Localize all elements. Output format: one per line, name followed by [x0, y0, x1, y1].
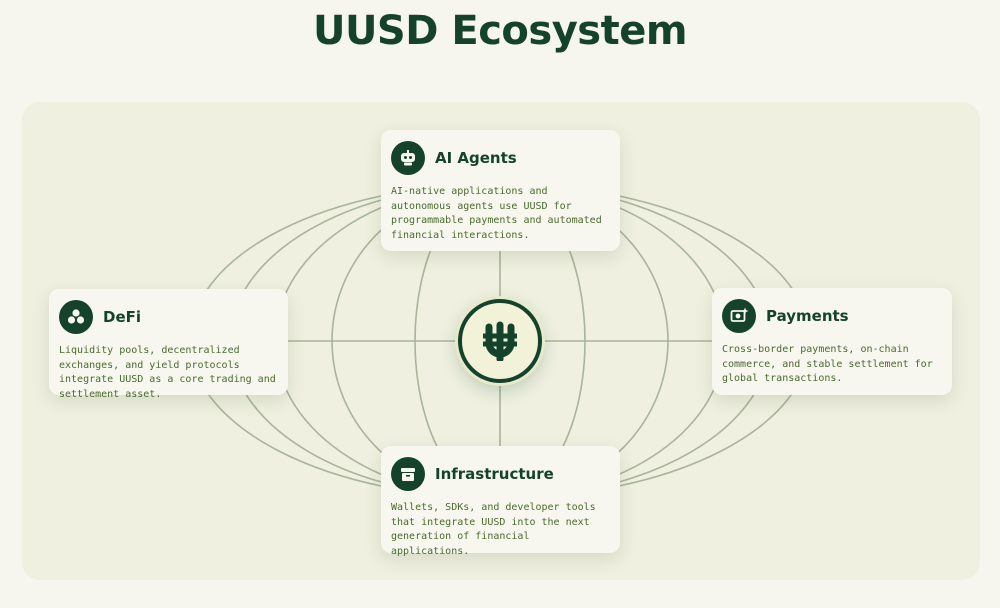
card-description: Wallets, SDKs, and developer tools that …	[391, 502, 596, 557]
infrastructure-box-icon	[391, 457, 425, 491]
uusd-logo-icon	[483, 321, 517, 361]
card-payments: Payments Cross-border payments, on-chain…	[712, 288, 952, 395]
page-title: UUSD Ecosystem	[312, 8, 688, 54]
defi-circles-icon	[59, 300, 93, 334]
uusd-hub	[458, 299, 542, 383]
card-title: Payments	[766, 307, 849, 325]
card-description: Liquidity pools, decentralized exchanges…	[59, 345, 276, 400]
card-title: Infrastructure	[435, 465, 554, 483]
card-description: Cross-border payments, on-chain commerce…	[722, 344, 933, 384]
card-defi: DeFi Liquidity pools, decentralized exch…	[49, 289, 288, 400]
card-infrastructure: Infrastructure Wallets, SDKs, and develo…	[381, 446, 620, 557]
card-description: AI-native applications and autonomous ag…	[391, 186, 602, 241]
card-title: AI Agents	[435, 149, 517, 167]
payment-card-icon	[722, 299, 756, 333]
card-ai-agents: AI Agents AI-native applications and aut…	[381, 130, 620, 251]
card-title: DeFi	[103, 308, 142, 326]
robot-icon	[391, 141, 425, 175]
